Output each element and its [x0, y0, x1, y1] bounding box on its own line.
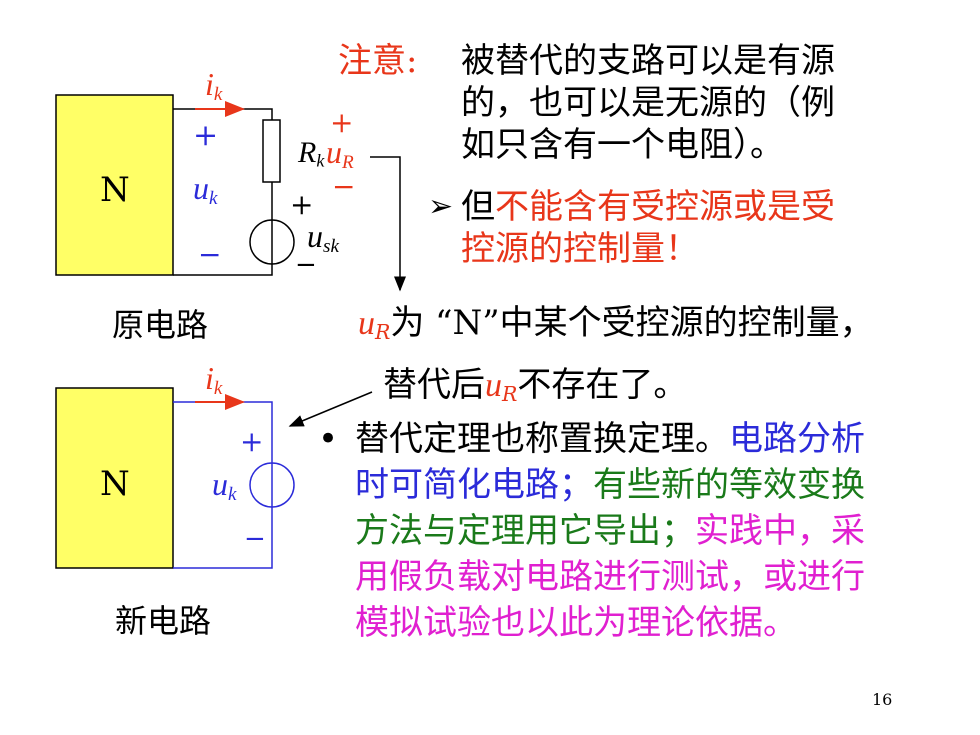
plus-label-new: + — [240, 425, 264, 458]
bullet2-line-4: 用假负载对电路进行测试，或进行 — [355, 557, 865, 597]
explain-line-1: uR为 “N”中某个受控源的控制量， — [358, 303, 874, 345]
note-label: 注意: — [338, 41, 418, 81]
note-line-4: 但不能含有受控源或是受 — [461, 187, 835, 227]
plus-label-original: + — [193, 118, 219, 153]
bullet2-line-3: 方法与定理用它导出；实践中，采 — [355, 511, 865, 551]
n-box-original — [55, 94, 174, 276]
ik-label-new: ik — [205, 360, 223, 399]
wire-top-original — [173, 108, 273, 120]
minus-label-new: − — [244, 524, 266, 554]
uk-label-new: uk — [212, 466, 237, 505]
uk-label-original: uk — [193, 170, 218, 209]
source-minus: − — [295, 250, 317, 280]
caption-original: 原电路 — [112, 306, 209, 344]
note-line-1: 被替代的支路可以是有源 — [461, 41, 835, 81]
resistor-rk — [262, 119, 281, 183]
n-label-original: N — [100, 170, 130, 210]
minus-label-original: − — [198, 238, 222, 271]
n-label-new: N — [100, 464, 130, 504]
ur-label-original: uR — [326, 134, 354, 173]
pointer-arrow — [288, 391, 373, 427]
ik-label-original: ik — [205, 66, 223, 105]
note-bullet: ➢ — [428, 189, 454, 224]
bullet2-line-2: 时可简化电路；有些新的等效变换 — [355, 465, 865, 505]
explain-line-2: 替代后uR不存在了。 — [383, 365, 688, 407]
usk-label: usk — [307, 218, 339, 257]
ur-minus: − — [332, 170, 356, 203]
wire-bottom-original — [173, 264, 273, 276]
page-number: 16 — [872, 690, 893, 709]
note-line-3: 如只含有一个电阻）。 — [461, 125, 784, 165]
rk-label: Rk — [298, 136, 325, 171]
bullet2-line-5: 模拟试验也以此为理论依据。 — [355, 603, 797, 643]
bullet2-dot: • — [318, 419, 339, 459]
bullet2-line-1: 替代定理也称置换定理。电路分析 — [355, 419, 865, 459]
ur-plus: + — [330, 106, 354, 139]
n-box-new — [55, 387, 174, 569]
note-line-5: 控源的控制量！ — [461, 229, 699, 269]
note-line-2: 的，也可以是无源的（例 — [461, 83, 835, 123]
control-arrow — [370, 156, 406, 292]
source-plus: + — [290, 188, 314, 221]
caption-new: 新电路 — [115, 602, 212, 640]
